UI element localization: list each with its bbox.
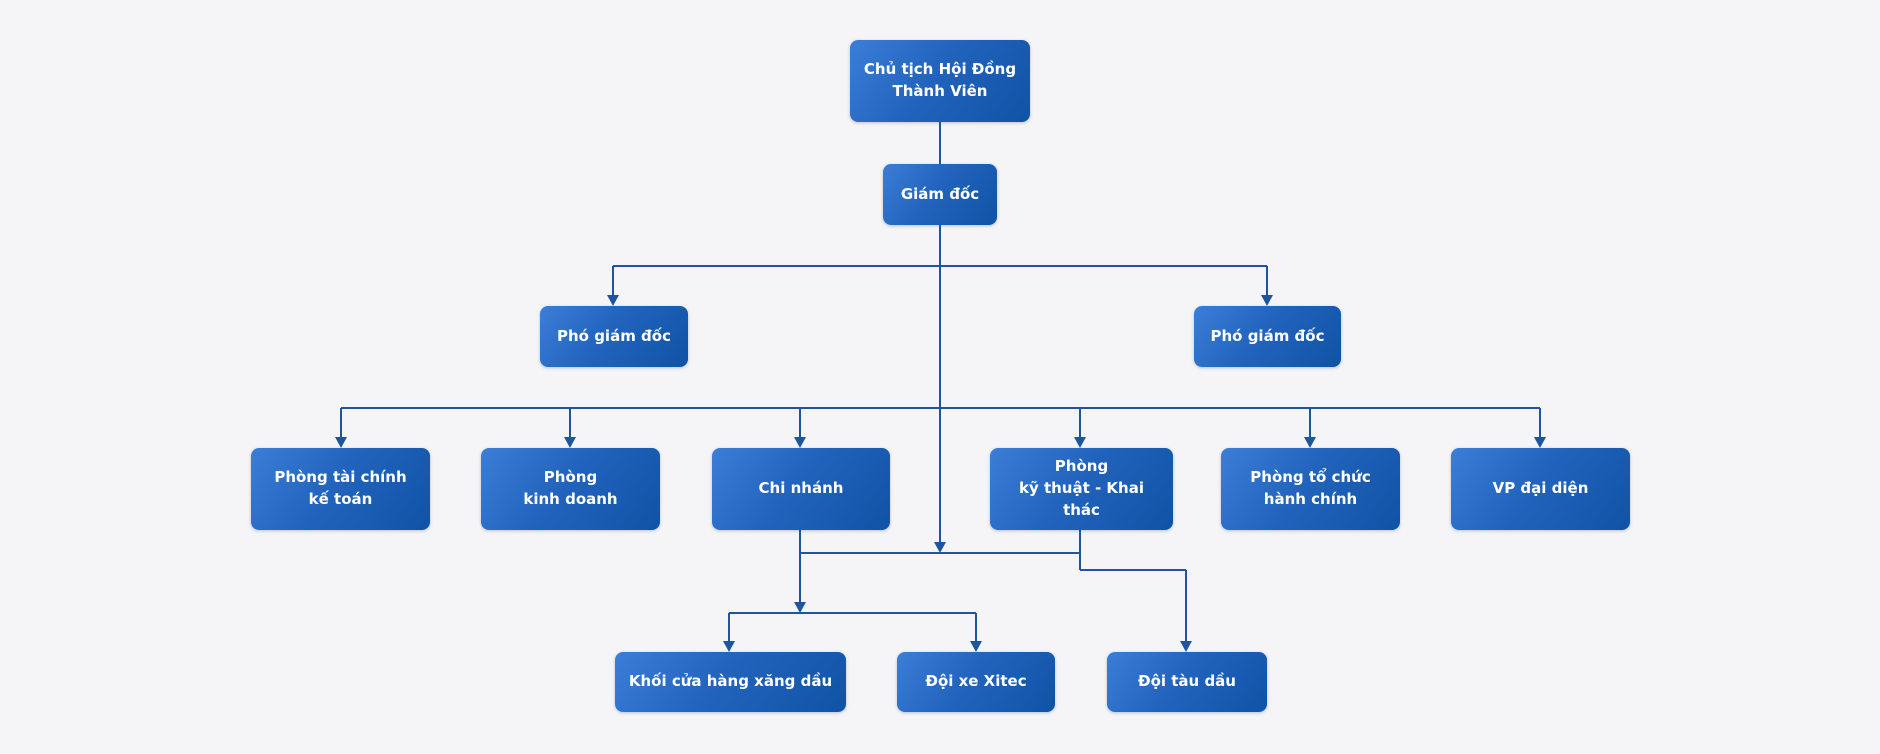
connector-line (939, 225, 941, 542)
connector-line (1185, 570, 1187, 641)
node-business: Phòng kinh doanh (481, 448, 660, 530)
node-organization-admin: Phòng tổ chức hành chính (1221, 448, 1400, 530)
arrowhead-down-icon (1180, 641, 1192, 652)
arrowhead-down-icon (794, 602, 806, 613)
connector-line (613, 265, 1267, 267)
connector-line (728, 613, 730, 641)
arrowhead-down-icon (794, 437, 806, 448)
arrowhead-down-icon (1304, 437, 1316, 448)
connector-line (1266, 266, 1268, 295)
arrowhead-down-icon (335, 437, 347, 448)
connector-line (569, 408, 571, 437)
connector-line (1079, 530, 1081, 570)
node-petrol-station-group: Khối cửa hàng xăng dầu (615, 652, 846, 712)
connector-line (612, 266, 614, 295)
arrowhead-down-icon (1534, 437, 1546, 448)
node-chairman: Chủ tịch Hội Đồng Thành Viên (850, 40, 1030, 122)
connector-line (1539, 408, 1541, 437)
connector-line (800, 552, 1080, 554)
node-oil-tanker-team: Đội tàu dầu (1107, 652, 1267, 712)
connector-line (799, 530, 801, 553)
node-branch: Chi nhánh (712, 448, 890, 530)
connector-line (799, 408, 801, 437)
connector-line (975, 613, 977, 641)
arrowhead-down-icon (564, 437, 576, 448)
connector-line (1080, 569, 1186, 571)
arrowhead-down-icon (723, 641, 735, 652)
connector-line (729, 612, 976, 614)
connector-line (1309, 408, 1311, 437)
node-director: Giám đốc (883, 164, 997, 225)
node-deputy-director-left: Phó giám đốc (540, 306, 688, 367)
node-representative-office: VP đại diện (1451, 448, 1630, 530)
connector-line (341, 407, 1540, 409)
connector-line (340, 408, 342, 437)
arrowhead-down-icon (1261, 295, 1273, 306)
connector-line (799, 553, 801, 602)
connector-line (1079, 408, 1081, 437)
arrowhead-down-icon (1074, 437, 1086, 448)
node-deputy-director-right: Phó giám đốc (1194, 306, 1341, 367)
node-xitec-truck-team: Đội xe Xitec (897, 652, 1055, 712)
connector-line (939, 122, 941, 164)
arrowhead-down-icon (934, 542, 946, 553)
node-technical-exploitation: Phòng kỹ thuật - Khai thác (990, 448, 1173, 530)
arrowhead-down-icon (607, 295, 619, 306)
arrowhead-down-icon (970, 641, 982, 652)
node-finance-accounting: Phòng tài chính kế toán (251, 448, 430, 530)
